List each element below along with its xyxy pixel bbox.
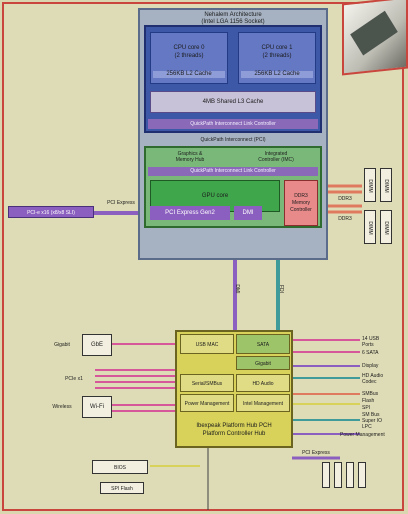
spi-flash-device: SPI Flash (100, 482, 144, 494)
pci-bottom-label: PCI Express (302, 450, 330, 456)
pch-cell-serial: Serial/SMBus (180, 374, 234, 392)
core1-label-2: (2 threads) (262, 53, 292, 59)
qpi-top: QuickPath Interconnect Link Controller (148, 119, 318, 129)
right-label-ports: Ports (362, 342, 374, 348)
right-label-lpc: LPC (362, 424, 372, 430)
cpu-header-line2: (Intel LGA 1156 Socket) (201, 19, 265, 25)
right-label-spi: SPI (362, 405, 371, 411)
pch-cell-usb-label: USB MAC (195, 342, 219, 348)
core0-label-1: CPU core 0 (173, 45, 205, 51)
imc-label-box: Integrated Controller (IMC) (236, 149, 316, 165)
core1-label-1: CPU core 1 (261, 45, 293, 51)
l3-label: 4MB Shared L3 Cache (202, 99, 264, 105)
pci-slot-3 (346, 462, 354, 488)
pch-title-2: Platform Controller Hub (202, 431, 266, 437)
fdi-link-label: FDI (278, 284, 284, 294)
dimm-4: DIMM (380, 210, 392, 244)
mem-ctrl-1: DDR3 (294, 193, 308, 199)
pci-slot-1 (322, 462, 330, 488)
right-label-codec: Codec (362, 379, 377, 385)
pcie-gen2: PCI Express Gen2 (150, 206, 230, 220)
pch-cell-mgmt-label: Intel Management (242, 401, 284, 407)
dmi-link-label: DMI (234, 284, 240, 294)
pch-cell-mgmt: Intel Management (236, 394, 290, 412)
ddr3-mem-ctrl: DDR3 Memory Controller (284, 180, 318, 226)
pci-slot-4 (358, 462, 366, 488)
right-label-flash: Flash (362, 398, 375, 404)
dmi-block: DMI (234, 206, 262, 220)
qpi-mid-label: QuickPath Interconnect Link Controller (190, 168, 276, 174)
pcie-gen2-label: PCI Express Gen2 (165, 210, 215, 216)
cpu-header-line1: Nehalem Architecture (204, 12, 262, 18)
right-label-smbus: SMBus (362, 391, 379, 397)
qpi-label: QuickPath Interconnect (PCI) (200, 137, 266, 143)
gbe-label: GbE (90, 342, 103, 348)
right-label-usb: 14 USB (362, 336, 380, 342)
gbe-device: GbE (82, 334, 112, 356)
pch-cell-sata-label: SATA (256, 342, 270, 348)
imc-line1: Integrated (264, 151, 288, 157)
right-label-smbus2: SM Bus (362, 412, 380, 418)
right-label-sata: 6 SATA (362, 350, 379, 356)
right-label-display: Display (362, 363, 379, 369)
pcie-slot: PCI-e x16 (x8/x8 SLI) (8, 206, 94, 218)
left-label-pcie: PCIe x1 (65, 376, 83, 382)
dmi-block-label: DMI (242, 210, 254, 216)
mem-ctrl-2: Memory (291, 200, 311, 206)
dimm-2: DIMM (380, 168, 392, 202)
right-label-audio: HD Audio (362, 373, 384, 379)
mem-ctrl-3: Controller (290, 207, 312, 213)
core0-l2: 256KB L2 Cache (153, 71, 225, 78)
qpi-top-label: QuickPath Interconnect Link Controller (190, 121, 276, 127)
dimm-3: DIMM (364, 210, 376, 244)
pch-cell-power-label: Power Management (184, 401, 230, 407)
left-label-gigabit: Gigabit (54, 342, 70, 348)
pch-cell-serial-label: Serial/SMBus (191, 381, 223, 387)
pch-cell-sata: SATA (236, 334, 290, 354)
left-label-wireless: Wireless (52, 404, 72, 410)
pcie-slot-label: PCI-e x16 (x8/x8 SLI) (27, 210, 75, 216)
wifi-label: Wi-Fi (90, 404, 104, 410)
dimm-1-label: DIMM (367, 179, 373, 193)
pcie-link-label: PCI Express (107, 200, 135, 206)
pch-cell-audio: HD Audio (236, 374, 290, 392)
pch-title: Ibexpeak Platform Hub PCH Platform Contr… (178, 420, 290, 444)
gmch-label-box: Graphics & Memory Hub (150, 149, 230, 165)
dimm-2-label: DIMM (383, 179, 389, 193)
gpu-label: GPU core (201, 193, 229, 199)
dimm-4-label: DIMM (383, 221, 389, 235)
pci-slot-2 (334, 462, 342, 488)
imc-line2: Controller (IMC) (258, 157, 294, 163)
pch-cell-gigabit: Gigabit (236, 356, 290, 370)
core1-l2: 256KB L2 Cache (241, 71, 313, 78)
cpu-core-1: CPU core 1 (2 threads) 256KB L2 Cache (238, 32, 316, 84)
dimm-1: DIMM (364, 168, 376, 202)
pch-title-1: Ibexpeak Platform Hub PCH (196, 423, 272, 429)
pch-cell-audio-label: HD Audio (252, 381, 274, 387)
pch-cell-gigabit-label: Gigabit (255, 361, 271, 367)
bios-label: BIOS (114, 465, 126, 471)
right-label-superio: Super IO (362, 418, 383, 424)
l3-cache: 4MB Shared L3 Cache (150, 91, 316, 113)
wifi-device: Wi-Fi (82, 396, 112, 418)
cpu-core-0: CPU core 0 (2 threads) 256KB L2 Cache (150, 32, 228, 84)
gmch-line1: Graphics & (177, 151, 203, 157)
right-label-pm: Power Management (340, 432, 385, 438)
bios-device: BIOS (92, 460, 148, 474)
gmch-line2: Memory Hub (175, 157, 205, 163)
ddr3-bottom-label: DDR3 (338, 216, 352, 222)
dimm-3-label: DIMM (367, 221, 373, 235)
pch-cell-power: Power Management (180, 394, 234, 412)
ddr3-top-label: DDR3 (338, 196, 352, 202)
core0-label-2: (2 threads) (174, 53, 204, 59)
pch-cell-usb: USB MAC (180, 334, 234, 354)
qpi-mid: QuickPath Interconnect Link Controller (148, 167, 318, 176)
spi-flash-label: SPI Flash (111, 486, 133, 492)
